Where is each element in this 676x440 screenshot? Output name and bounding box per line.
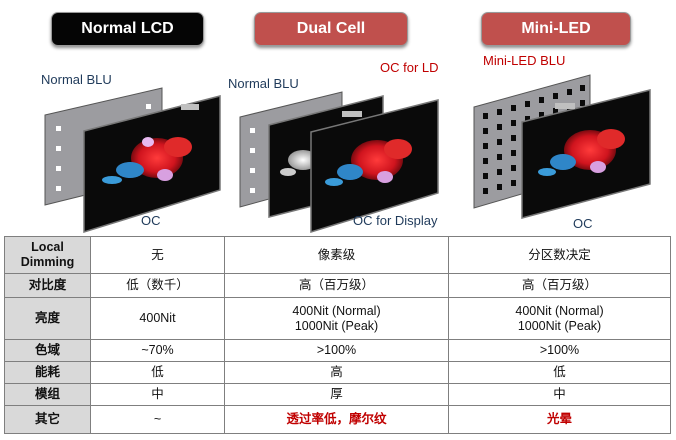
content-splash [102, 137, 192, 184]
table-row-other: 其它 ~ 透过率低，摩尔纹 光晕 [4, 405, 671, 434]
row-header: 对比度 [4, 273, 91, 298]
blu-light-dots [56, 104, 151, 191]
label-oc-3: OC [573, 216, 593, 231]
label-normal-blu-2: Normal BLU [228, 76, 299, 91]
row-header: 亮度 [4, 297, 91, 340]
normal-lcd-diagram [44, 87, 221, 234]
logo-mark-3 [555, 103, 575, 109]
table-row-contrast: 对比度 低（数千） 高（百万级） 高（百万级） [4, 273, 671, 298]
label-oc: OC [141, 213, 161, 228]
row-header: 其它 [4, 405, 91, 434]
logo-mark [181, 104, 199, 110]
dual-cell-diagram [239, 91, 439, 234]
table-cell: 无 [90, 236, 225, 274]
logo-mark-2 [342, 111, 362, 117]
table-cell: >100% [224, 339, 449, 362]
table-cell-highlight: 光晕 [448, 405, 671, 434]
table-cell: 400Nit (Normal) 1000Nit (Peak) [224, 297, 449, 340]
table-cell: >100% [448, 339, 671, 362]
label-normal-blu: Normal BLU [41, 72, 112, 87]
table-row-module: 模组 中 厚 中 [4, 383, 671, 406]
header-mini-led: Mini-LED [481, 12, 631, 46]
row-header: 模组 [4, 383, 91, 406]
table-cell: 高 [224, 361, 449, 384]
table-cell-highlight: 透过率低，摩尔纹 [224, 405, 449, 434]
table-cell: 400Nit (Normal) 1000Nit (Peak) [448, 297, 671, 340]
mini-led-diagram [473, 74, 651, 219]
table-cell: ~70% [90, 339, 225, 362]
table-cell: 高（百万级） [224, 273, 449, 298]
table-cell: 高（百万级） [448, 273, 671, 298]
comparison-table: Local Dimming 无 像素级 分区数决定 对比度 低（数千） 高（百万… [4, 236, 671, 434]
row-header: 色域 [4, 339, 91, 362]
table-cell: 400Nit [90, 297, 225, 340]
content-splash-3 [538, 129, 625, 176]
table-cell: 分区数决定 [448, 236, 671, 274]
blu-light-dots-2 [250, 128, 255, 193]
header-dual-cell: Dual Cell [254, 12, 408, 46]
row-header: Local Dimming [4, 236, 91, 274]
label-oc-for-display: OC for Display [353, 213, 438, 228]
table-cell: 低 [448, 361, 671, 384]
table-cell: ~ [90, 405, 225, 434]
header-normal-lcd: Normal LCD [51, 12, 204, 46]
table-row-power: 能耗 低 高 低 [4, 361, 671, 384]
table-cell: 低 [90, 361, 225, 384]
table-cell: 厚 [224, 383, 449, 406]
panel-illustrations [44, 74, 651, 234]
table-cell: 低（数千） [90, 273, 225, 298]
table-row-color-gamut: 色域 ~70% >100% >100% [4, 339, 671, 362]
table-row-brightness: 亮度 400Nit 400Nit (Normal) 1000Nit (Peak)… [4, 297, 671, 340]
row-header: 能耗 [4, 361, 91, 384]
table-row-local-dimming: Local Dimming 无 像素级 分区数决定 [4, 236, 671, 274]
table-cell: 像素级 [224, 236, 449, 274]
label-mini-led-blu: Mini-LED BLU [483, 53, 566, 68]
label-oc-for-ld: OC for LD [380, 60, 439, 75]
table-cell: 中 [448, 383, 671, 406]
content-splash-2 [325, 139, 412, 186]
table-cell: 中 [90, 383, 225, 406]
